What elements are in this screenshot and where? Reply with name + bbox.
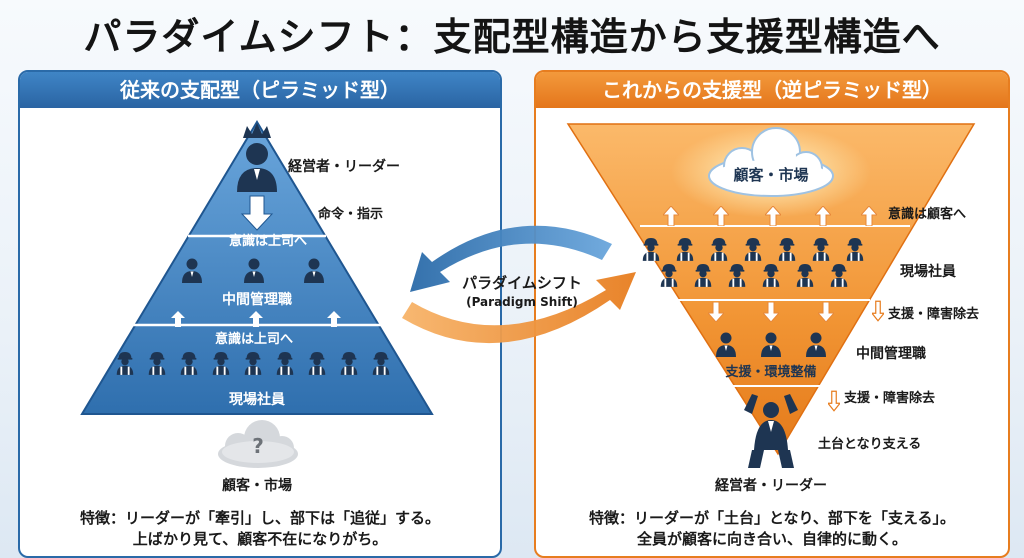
shift-label-en: (Paradigm Shift) bbox=[466, 295, 578, 309]
right-support-label-2: 支援・障害除去 bbox=[843, 390, 935, 406]
page-title: パラダイムシフト：支配型構造から支援型構造へ bbox=[83, 15, 941, 59]
left-awareness-label-2: 意識は上司へ bbox=[215, 331, 293, 347]
left-middle-label: 中間管理職 bbox=[222, 291, 292, 308]
left-command-label: 命令・指示 bbox=[317, 206, 383, 222]
left-panel-header: 従来の支配型（ピラミッド型） bbox=[20, 72, 500, 108]
left-feature-line1: 特徴：リーダーが「牽引」し、部下は「追従」する。 bbox=[79, 509, 440, 527]
right-panel-header: これからの支援型（逆ピラミッド型） bbox=[536, 72, 1008, 108]
cloud-question-mark: ? bbox=[252, 434, 264, 458]
left-staff-label: 現場社員 bbox=[229, 391, 285, 408]
orange-down-arrow-icon bbox=[828, 390, 840, 412]
leader-crown-icon bbox=[243, 123, 271, 138]
pyramid: 意識は上司へ 中間管理職 意識は上司へ 現場社員 bbox=[80, 120, 434, 415]
awareness-up-arrow-icon bbox=[171, 311, 185, 327]
orange-down-arrow-icon bbox=[872, 300, 884, 322]
shift-arrow-right-icon bbox=[402, 272, 636, 344]
field-staff-group bbox=[116, 352, 390, 375]
right-feature-text: 特徴：リーダーが「土台」となり、部下を「支える」。 全員が顧客に向き合い、自律的… bbox=[536, 508, 1008, 550]
left-customer-label: 顧客・市場 bbox=[222, 477, 292, 494]
right-foundation-label: 土台となり支える bbox=[818, 436, 921, 452]
right-environment-label: 支援・環境整備 bbox=[724, 364, 816, 380]
left-feature-line2: 上ばかり見て、顧客不在になりがち。 bbox=[132, 530, 388, 548]
awareness-up-arrow-icon bbox=[249, 311, 263, 327]
awareness-up-arrow-icon bbox=[171, 211, 185, 227]
left-leader-label: 経営者・リーダー bbox=[288, 158, 400, 175]
right-feature-line2: 全員が顧客に向き合い、自律的に動く。 bbox=[636, 530, 907, 548]
right-awareness-label: 意識は顧客へ bbox=[888, 206, 966, 222]
right-customer-label: 顧客・市場 bbox=[733, 166, 808, 184]
right-feature-line1: 特徴：リーダーが「土台」となり、部下を「支える」。 bbox=[588, 509, 955, 527]
paradigm-shift-arrows bbox=[402, 225, 636, 344]
right-support-label-1: 支援・障害除去 bbox=[887, 306, 979, 322]
shift-label-ja: パラダイムシフト bbox=[462, 274, 582, 292]
command-down-arrow-icon bbox=[240, 195, 274, 231]
left-awareness-label-1: 意識は上司へ bbox=[229, 233, 307, 249]
right-middle-label: 中間管理職 bbox=[856, 345, 926, 362]
gray-cloud-icon bbox=[218, 420, 298, 468]
right-leader-label: 経営者・リーダー bbox=[715, 477, 827, 494]
shift-arrow-left-icon bbox=[410, 225, 612, 292]
right-staff-label: 現場社員 bbox=[900, 263, 956, 280]
awareness-up-arrow-icon bbox=[327, 211, 341, 227]
customer-cloud-icon bbox=[708, 127, 834, 197]
left-feature-text: 特徴：リーダーが「牽引」し、部下は「追従」する。 上ばかり見て、顧客不在になりが… bbox=[20, 508, 500, 550]
awareness-up-arrow-icon bbox=[327, 311, 341, 327]
leader-supporting-icon bbox=[744, 394, 798, 468]
inverted-pyramid-shape bbox=[566, 123, 976, 456]
